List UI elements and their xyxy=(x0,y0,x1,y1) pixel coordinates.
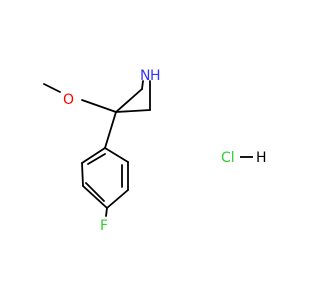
bond-ar-4-5-inner xyxy=(85,182,105,202)
bond-c3-o xyxy=(81,99,117,113)
bond-c-f xyxy=(105,207,108,217)
atom-n-h: H xyxy=(150,68,161,84)
atom-o: O xyxy=(63,92,74,108)
bond-c3-aryl xyxy=(104,111,117,149)
atom-hcl-h: H xyxy=(256,150,267,166)
structure-canvas: N H O F Cl H xyxy=(43,68,267,234)
atom-cl: Cl xyxy=(221,150,235,166)
bond-ar-3-4 xyxy=(106,189,129,209)
bond-ar-6-1-inner xyxy=(87,153,106,165)
bond-c2-n xyxy=(141,80,144,90)
bond-c3-c2 xyxy=(115,88,143,113)
bond-o-methyl xyxy=(43,83,61,93)
bond-ar-5-6 xyxy=(81,162,84,187)
atom-n: N xyxy=(140,68,150,84)
bond-ar-1-2 xyxy=(104,147,129,163)
bond-ar-4-5 xyxy=(82,185,108,209)
molecule-structure: N H O F Cl H xyxy=(43,68,267,234)
bond-ar-6-1 xyxy=(81,147,106,164)
bonds xyxy=(43,80,151,217)
bond-c4-c3 xyxy=(115,109,151,113)
atom-f: F xyxy=(100,218,108,234)
